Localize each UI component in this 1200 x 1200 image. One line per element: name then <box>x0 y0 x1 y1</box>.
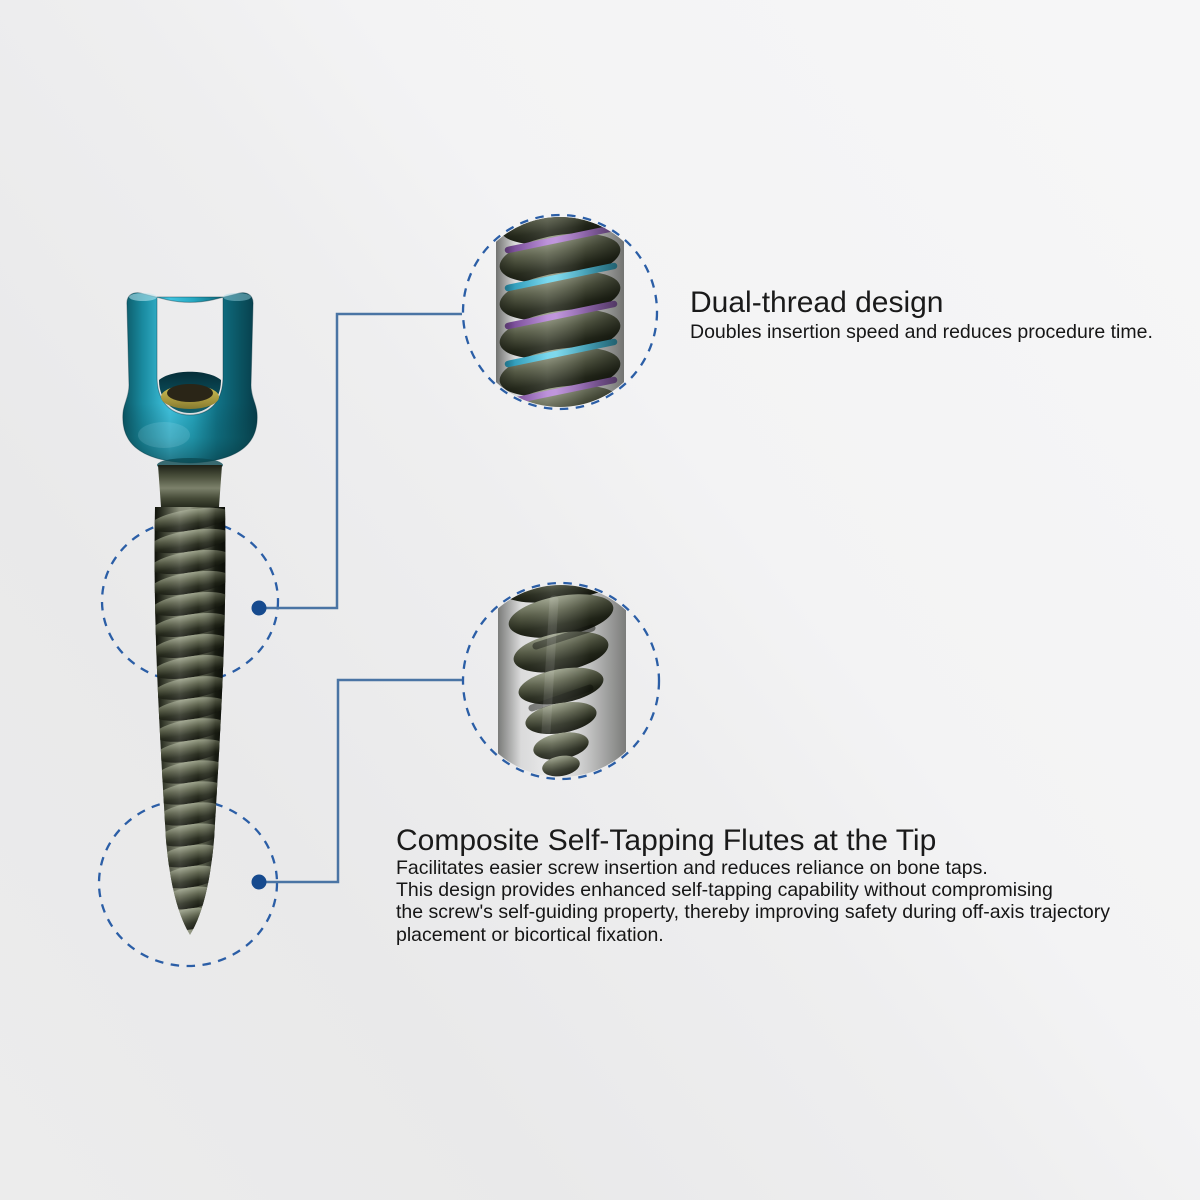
cup-shade <box>122 403 258 463</box>
dual-thread-inset-illustration <box>496 217 624 407</box>
callout-description-line: Doubles insertion speed and reduces proc… <box>690 321 1153 343</box>
flutes-tip-inset-illustration <box>498 585 626 777</box>
callout-dual-thread: Dual-thread design Doubles insertion spe… <box>690 286 1153 343</box>
prong-top-face-left <box>129 293 157 301</box>
cup-highlight <box>138 422 190 448</box>
screw-threads <box>154 507 226 935</box>
saddle-opening <box>167 384 213 402</box>
callout-description-line: Facilitates easier screw insertion and r… <box>396 857 988 879</box>
callout-self-tapping-flutes: Composite Self-Tapping Flutes at the Tip… <box>396 825 1110 946</box>
callout-description-line: placement or bicortical fixation. <box>396 923 664 946</box>
screw-collar <box>158 465 222 507</box>
callout-description-line: This design provides enhanced self-tappi… <box>396 879 1053 902</box>
shaft-side-shade <box>154 507 226 935</box>
prong-top-face-right <box>223 293 251 301</box>
pedicle-screw-illustration <box>122 292 258 935</box>
callout-description-line: the screw's self-guiding property, there… <box>396 901 1110 924</box>
callout-title: Composite Self-Tapping Flutes at the Tip <box>396 824 937 857</box>
callout-title: Dual-thread design <box>690 286 944 319</box>
